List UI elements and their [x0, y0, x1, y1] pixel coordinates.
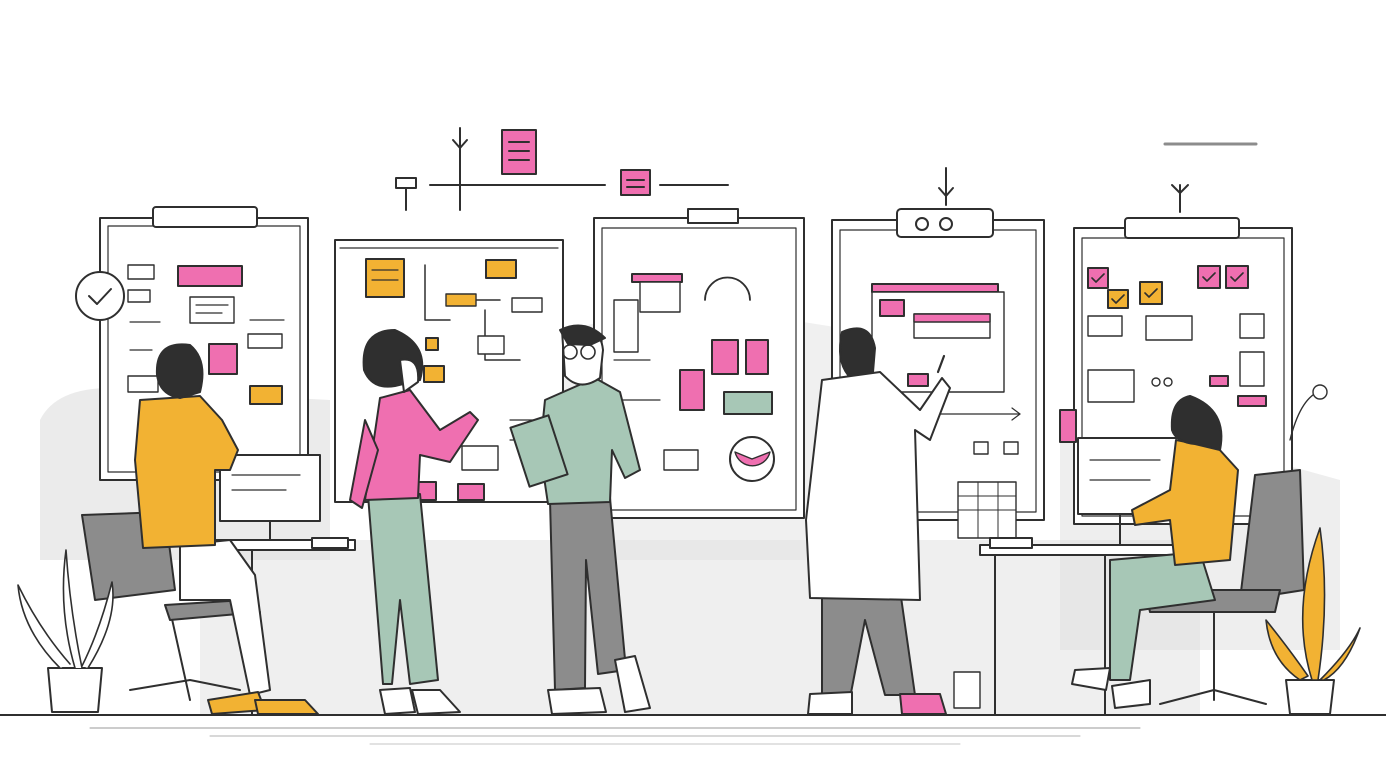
person-seated-left	[81, 343, 319, 715]
floor-lines	[0, 714, 1386, 745]
person-lab-coat	[805, 327, 951, 715]
person-with-glasses	[509, 324, 651, 715]
desk-left	[214, 454, 356, 716]
top-sticky-notes	[501, 129, 651, 196]
person-pink-shirt	[349, 329, 479, 715]
plant-left	[17, 549, 114, 713]
top-connectors	[395, 127, 1258, 213]
checkmark-circle-icon	[75, 271, 125, 321]
plant-right	[1265, 527, 1361, 715]
